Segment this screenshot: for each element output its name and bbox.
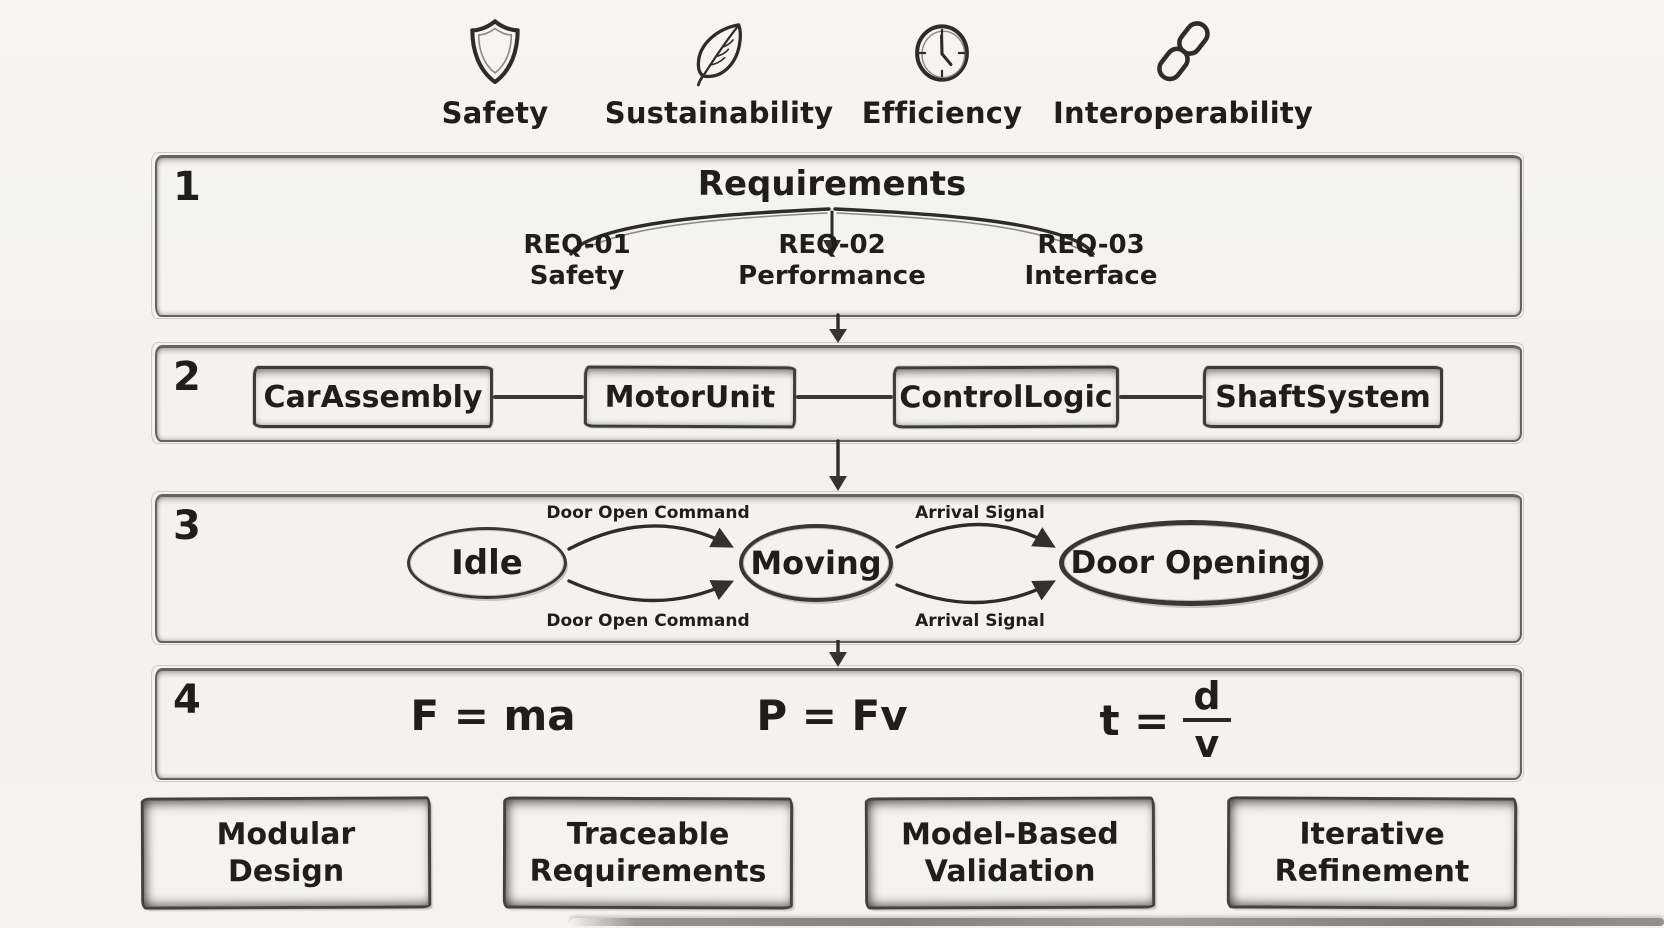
transition-label-bottom: Door Open Command <box>546 611 750 631</box>
requirements-title: Requirements <box>697 164 967 204</box>
value-item-sustainability: Sustainability <box>599 10 839 136</box>
req-id: REQ-02 <box>778 230 886 260</box>
bottom-edge-smudge <box>570 918 1664 926</box>
arc-moving-to-dooropening-top <box>895 522 1056 549</box>
component-connector <box>796 395 893 399</box>
component-box: ControlLogic <box>892 365 1120 429</box>
formula-time: t = d v <box>1070 677 1260 763</box>
section-number: 4 <box>173 677 201 723</box>
principle-label: Modular Design <box>216 816 356 890</box>
state-machine-band: 3 Door Open Command Arrival Signal Idle … <box>151 491 1524 645</box>
value-label: Safety <box>441 96 549 130</box>
principle-box: Traceable Requirements <box>502 796 794 910</box>
principle-box: Model-Based Validation <box>864 796 1156 910</box>
state-ellipse-idle: Idle <box>407 527 567 599</box>
clock-icon <box>910 10 974 96</box>
component-box: CarAssembly <box>253 366 493 428</box>
value-label: Sustainability <box>604 96 834 130</box>
transition-label-top: Door Open Command <box>546 503 750 523</box>
principle-label: Model-Based Validation <box>900 816 1119 890</box>
chain-icon <box>1154 10 1212 96</box>
principle-box: Iterative Refinement <box>1226 796 1518 910</box>
transition-label-top: Arrival Signal <box>915 503 1045 523</box>
req-name: Performance <box>738 260 926 291</box>
req-branch: REQ-02 Performance <box>702 230 962 291</box>
fraction: d v <box>1183 677 1231 766</box>
requirements-band: 1 Requirements REQ-01 Safety REQ-02 Perf… <box>151 152 1524 319</box>
component-box: MotorUnit <box>583 365 797 429</box>
value-item-efficiency: Efficiency <box>822 10 1062 136</box>
formula-force: F = ma <box>410 691 576 740</box>
value-item-interoperability: Interoperability <box>1053 10 1313 136</box>
state-label: Door Opening <box>1070 545 1312 581</box>
requirements-fork-icon <box>557 204 1107 264</box>
principle-label: Iterative Refinement <box>1274 816 1470 890</box>
down-arrow-icon <box>824 313 852 348</box>
formulas-band: 4 F = ma P = Fv t = d v <box>151 665 1524 782</box>
req-name: Safety <box>529 260 625 291</box>
section-number: 3 <box>173 503 201 549</box>
down-arrow-icon <box>824 439 852 496</box>
down-arrow-icon <box>824 639 852 672</box>
principle-box: Modular Design <box>140 796 432 910</box>
req-id: REQ-03 <box>1037 230 1145 260</box>
state-label: Idle <box>451 543 523 583</box>
component-box: ShaftSystem <box>1203 366 1443 428</box>
formula-time-lhs: t = <box>1099 695 1170 745</box>
section-number: 2 <box>173 354 201 400</box>
req-branch: REQ-03 Interface <box>961 230 1221 291</box>
fraction-denominator: v <box>1194 722 1220 766</box>
shield-icon <box>466 10 524 96</box>
fraction-numerator: d <box>1183 677 1231 722</box>
req-id: REQ-01 <box>523 230 631 260</box>
transition-arcs-icon <box>567 522 1056 605</box>
value-item-safety: Safety <box>375 10 615 136</box>
state-ellipse-door-opening: Door Opening <box>1059 520 1323 606</box>
transition-label-bottom: Arrival Signal <box>915 611 1045 631</box>
req-name: Interface <box>1024 260 1158 291</box>
arc-idle-to-moving-top <box>567 524 734 551</box>
state-ellipse-moving: Moving <box>739 524 893 602</box>
section-number: 1 <box>173 164 201 210</box>
leaf-icon <box>689 10 749 96</box>
arc-idle-to-moving-bottom <box>567 579 734 603</box>
component-connector <box>1119 395 1203 399</box>
principle-label: Traceable Requirements <box>529 816 767 890</box>
req-branch: REQ-01 Safety <box>447 230 707 291</box>
value-label: Efficiency <box>861 96 1023 130</box>
components-band: 2 CarAssembly MotorUnit ControlLogic Sha… <box>151 342 1524 444</box>
state-label: Moving <box>750 544 882 582</box>
formula-power: P = Fv <box>756 691 908 740</box>
component-connector <box>493 395 584 399</box>
value-label: Interoperability <box>1052 96 1314 130</box>
arc-moving-to-dooropening-bottom <box>895 580 1056 605</box>
